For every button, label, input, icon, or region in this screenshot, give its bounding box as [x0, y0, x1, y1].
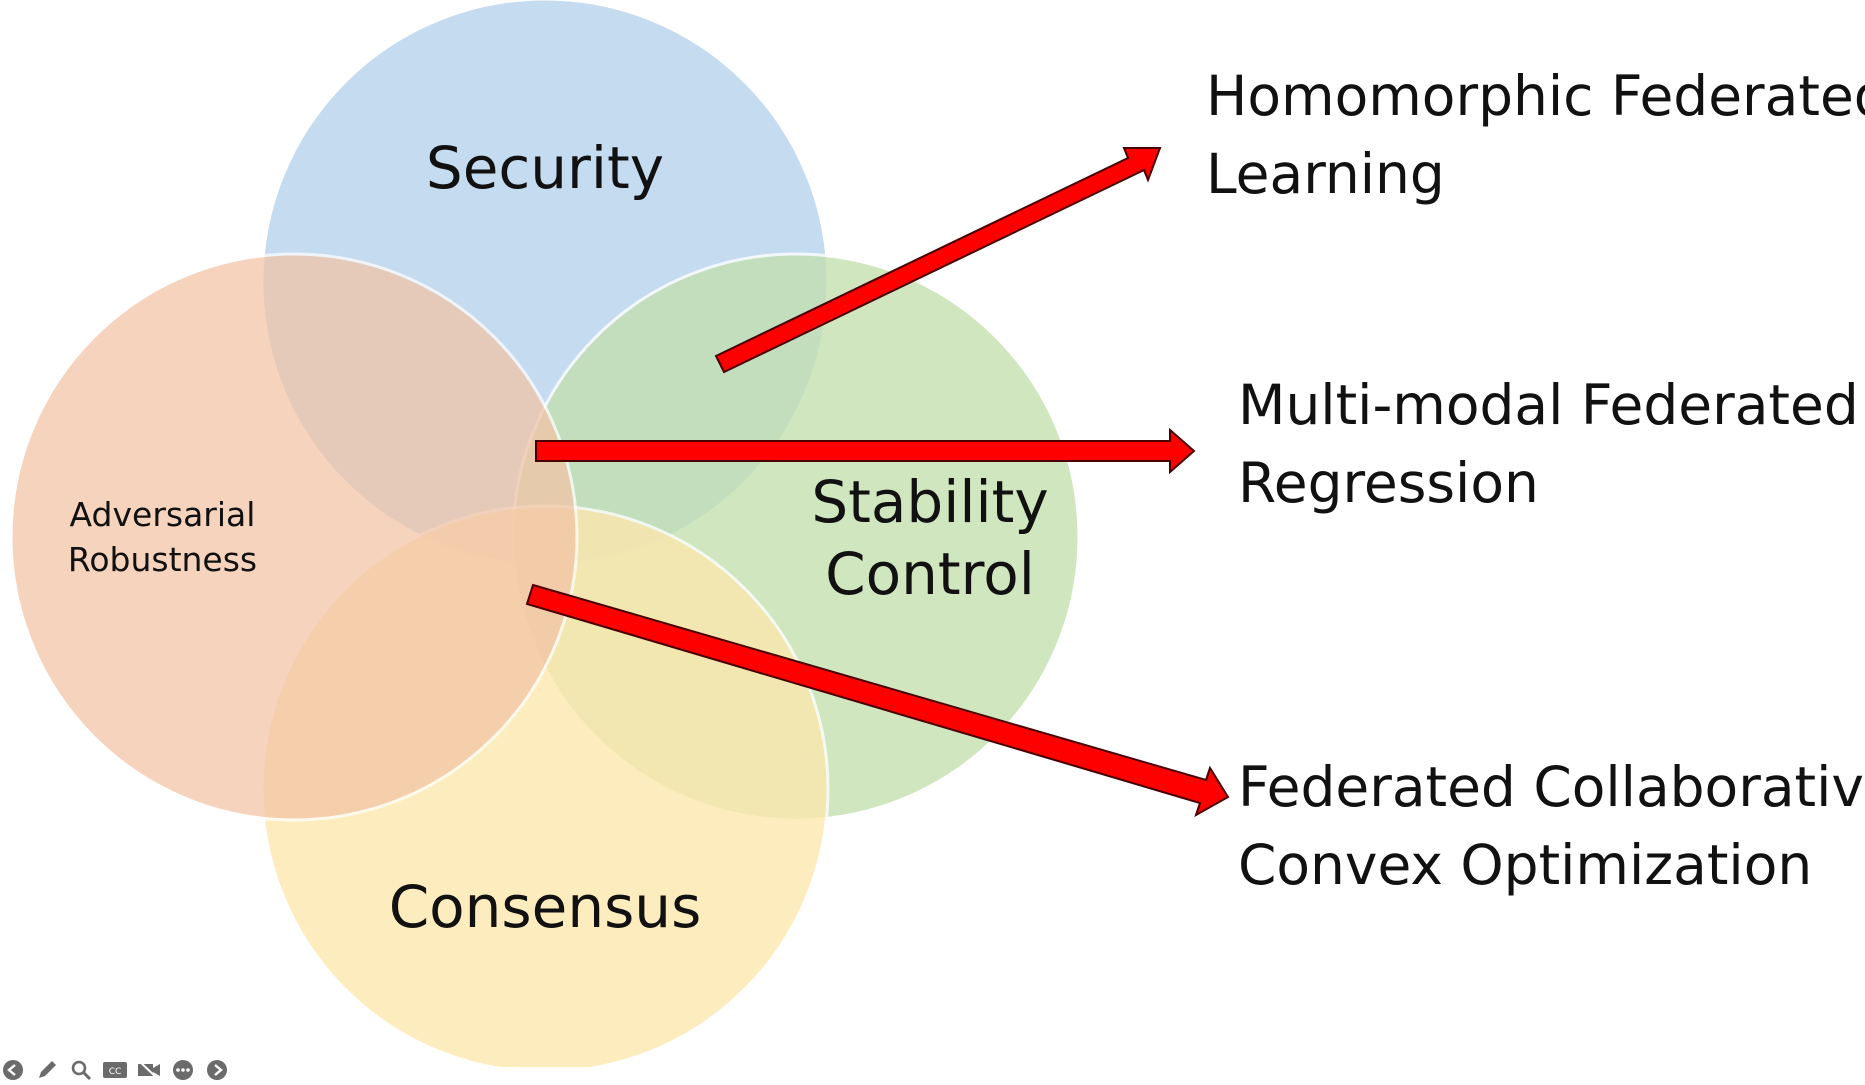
outcome-line: Multi-modal Federated — [1238, 373, 1859, 437]
outcome-line: Federated Collaborative — [1238, 755, 1865, 819]
arrow-to-collaborative — [525, 583, 1230, 818]
outcome-multimodal-federated-regression: Multi-modal Federated Regression — [1238, 366, 1859, 522]
outcome-line: Learning — [1206, 142, 1445, 206]
more-icon[interactable] — [170, 1057, 196, 1083]
svg-text:CC: CC — [109, 1067, 122, 1077]
outcome-homomorphic-federated-learning: Homomorphic Federated Learning — [1206, 57, 1865, 213]
zoom-icon[interactable] — [68, 1057, 94, 1083]
pen-icon[interactable] — [34, 1057, 60, 1083]
label-security: Security — [425, 134, 665, 202]
label-stability-control: Stability Control — [811, 468, 1049, 608]
label-adversarial-robustness: Adversarial Robustness — [67, 495, 258, 579]
arrow-to-multimodal — [535, 427, 1196, 475]
outcome-line: Homomorphic Federated — [1206, 64, 1865, 128]
video-off-icon[interactable] — [136, 1057, 162, 1083]
circle-adversarial — [9, 252, 579, 822]
label-consensus: Consensus — [388, 873, 702, 941]
forward-arrow-icon[interactable] — [204, 1057, 230, 1083]
back-arrow-icon[interactable] — [0, 1057, 26, 1083]
outcome-line: Regression — [1238, 451, 1539, 515]
captions-icon[interactable]: CC — [102, 1057, 128, 1083]
arrow-to-homomorphic — [714, 147, 1162, 374]
outcome-line: Convex Optimization — [1238, 833, 1813, 897]
presentation-toolbar: CC — [0, 1055, 230, 1085]
outcome-federated-collaborative-convex-optimization: Federated Collaborative Convex Optimizat… — [1238, 748, 1865, 904]
